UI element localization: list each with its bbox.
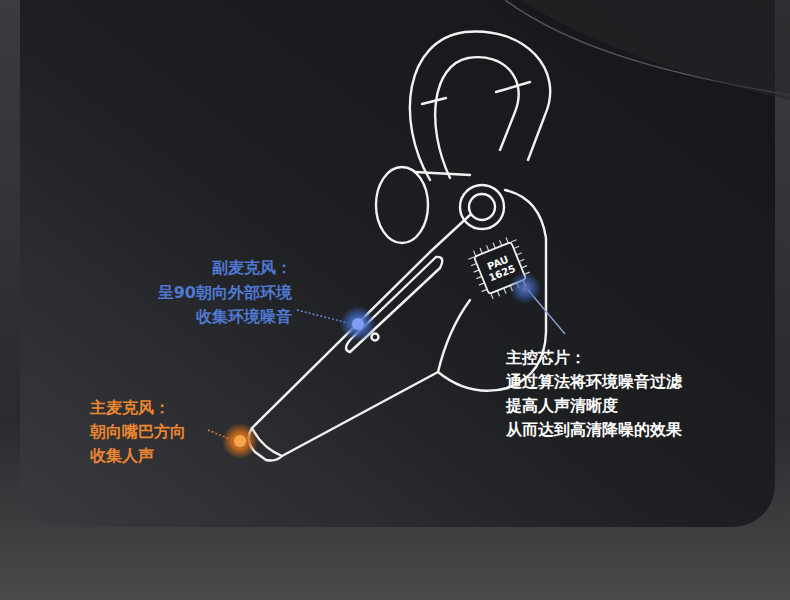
mic-heading: 副麦克风： [212, 256, 292, 280]
mic-description: 朝向嘴巴方向 收集人声 [90, 420, 186, 468]
dark-panel [20, 0, 775, 527]
chip-description: 通过算法将环境噪音过滤 提高人声清晰度 从而达到高清降噪的效果 [506, 370, 682, 442]
mic-description: 呈90朝向外部环境 收集环境噪音 [158, 281, 292, 329]
mic-heading: 主麦克风： [90, 396, 170, 420]
chip-heading: 主控芯片： [506, 346, 586, 370]
